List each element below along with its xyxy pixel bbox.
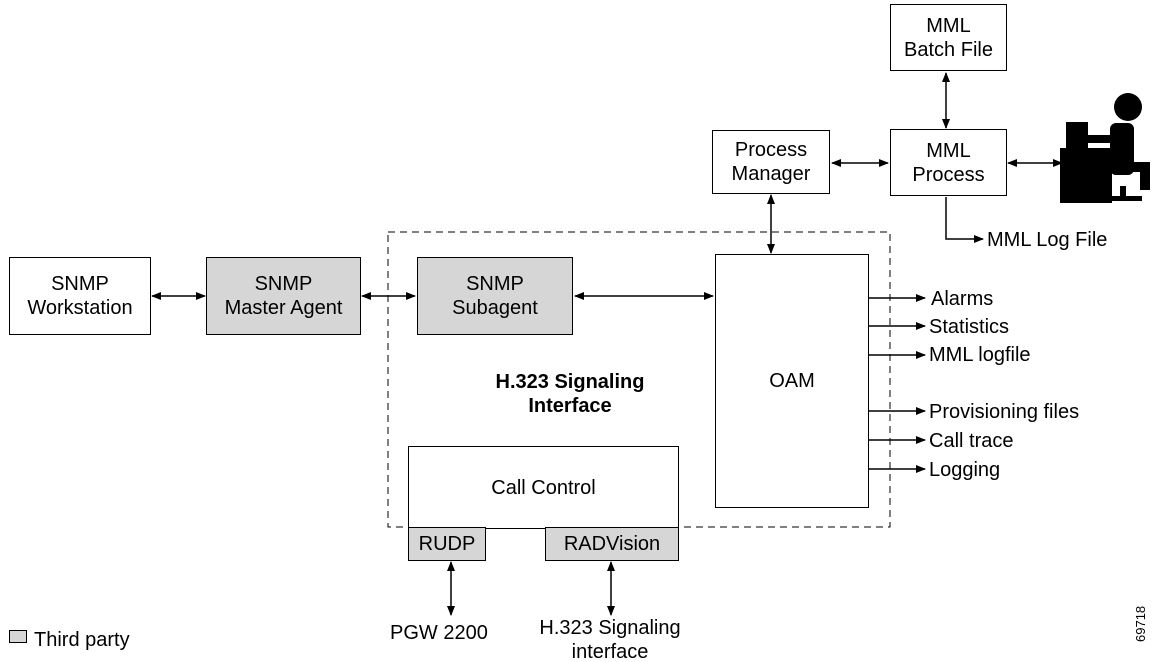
provisioning-files-label: Provisioning files: [929, 401, 1080, 423]
process-manager-box: Process Manager: [712, 130, 830, 194]
statistics-label: Statistics: [929, 316, 1010, 338]
mml-process-box: MML Process: [890, 129, 1007, 196]
snmp-workstation-box: SNMP Workstation: [9, 257, 151, 335]
call-trace-label: Call trace: [929, 430, 1014, 452]
h323-interface-label: H.323 Signaling interface: [539, 617, 681, 662]
logging-label: Logging: [929, 459, 1001, 481]
figure-id: 69718: [1133, 605, 1148, 642]
oam-box: OAM: [715, 254, 869, 508]
mml-log-file-label: MML Log File: [987, 229, 1108, 251]
arrow-mml-logfile: [945, 197, 984, 243]
pgw-label: PGW 2200: [390, 622, 488, 644]
legend-swatch: [9, 630, 27, 643]
mml-logfile-label: MML logfile: [929, 344, 1031, 366]
snmp-subagent-box: SNMP Subagent: [417, 257, 573, 335]
mml-batch-file-box: MML Batch File: [890, 4, 1007, 71]
alarms-label: Alarms: [931, 288, 994, 310]
call-control-box: Call Control: [408, 446, 679, 529]
radvision-box: RADVision: [545, 527, 679, 561]
user-at-terminal-icon: [1060, 93, 1150, 203]
boundary-label: H.323 Signaling Interface: [495, 371, 645, 417]
snmp-master-agent-box: SNMP Master Agent: [206, 257, 361, 335]
rudp-box: RUDP: [408, 527, 486, 561]
legend-label: Third party: [34, 629, 130, 651]
